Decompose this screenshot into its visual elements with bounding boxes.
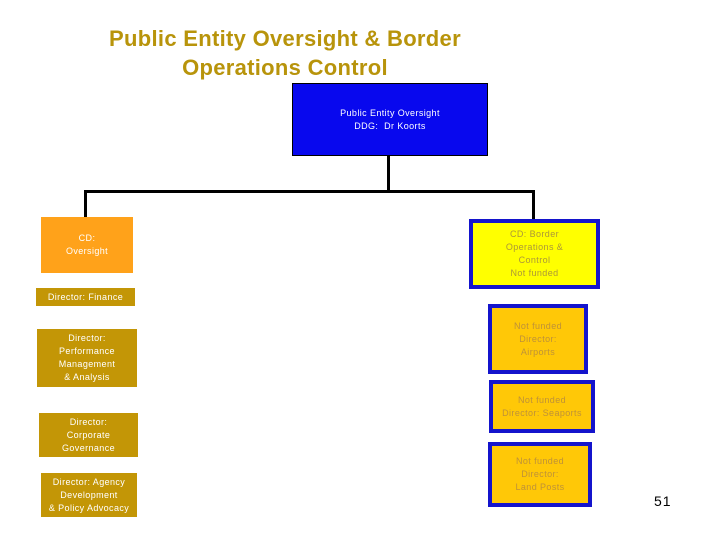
box-label-line: Operations & xyxy=(505,242,564,252)
connector-right-vertical xyxy=(532,190,535,220)
box-label-line: Airports xyxy=(520,346,556,357)
org-box-director-agency: Director: Agency Development & Policy Ad… xyxy=(41,473,137,517)
box-label-line: Director: Seaports xyxy=(502,407,582,418)
box-label-line: Public Entity Oversight xyxy=(340,107,440,118)
org-box-director-performance: Director: Performance Management & Analy… xyxy=(37,329,137,387)
box-label-line: Director: xyxy=(521,469,559,479)
box-label-line: Land Posts xyxy=(515,482,565,492)
page-number: 51 xyxy=(654,493,672,509)
box-label-line: Director: Finance xyxy=(47,291,124,302)
box-label-line: CD: Border xyxy=(509,229,559,239)
org-box-director-seaports: Not funded Director: Seaports xyxy=(489,380,595,433)
box-label-line: Oversight xyxy=(65,246,109,256)
box-label-line: Not funded xyxy=(510,268,559,278)
org-box-cd-oversight: CD: Oversight xyxy=(41,217,133,273)
slide-title-line1: Public Entity Oversight & Border xyxy=(109,26,461,51)
connector-horizontal xyxy=(84,190,535,193)
box-label-line: CD: xyxy=(78,233,96,243)
box-label-line: Control xyxy=(518,255,551,265)
box-label-line: Director: xyxy=(69,416,108,427)
slide-title: Public Entity Oversight & Border Operati… xyxy=(40,24,530,82)
box-label-line: Not funded xyxy=(513,320,563,331)
org-box-director-corporate-governance: Director: Corporate Governance xyxy=(39,413,138,457)
box-label-line: Governance xyxy=(61,442,116,453)
box-label-line: Not funded xyxy=(517,394,567,405)
slide-title-line2: Operations Control xyxy=(182,55,388,80)
org-box-ddg: Public Entity Oversight DDG: Dr Koorts xyxy=(292,83,488,156)
org-box-director-airports: Not funded Director: Airports xyxy=(488,304,588,374)
box-label-line: & Analysis xyxy=(64,372,110,382)
box-label-line: Director: xyxy=(68,333,106,343)
box-label-line: Development xyxy=(60,489,118,500)
box-label-line: & Policy Advocacy xyxy=(48,502,130,513)
box-label-line: Director: xyxy=(519,333,557,344)
box-label-line: Corporate xyxy=(66,429,111,440)
org-box-cd-border-operations: CD: Border Operations & Control Not fund… xyxy=(469,219,600,289)
box-label-line: DDG: Dr Koorts xyxy=(354,120,426,131)
box-label-line: Management xyxy=(58,359,116,369)
box-label-line: Performance xyxy=(59,346,115,356)
org-box-director-land-posts: Not funded Director: Land Posts xyxy=(488,442,592,507)
connector-root-vertical xyxy=(387,156,390,193)
connector-left-vertical xyxy=(84,190,87,218)
box-label-line: Director: Agency xyxy=(52,476,126,487)
box-label-line: Not funded xyxy=(515,456,565,466)
org-box-director-finance: Director: Finance xyxy=(36,288,135,306)
